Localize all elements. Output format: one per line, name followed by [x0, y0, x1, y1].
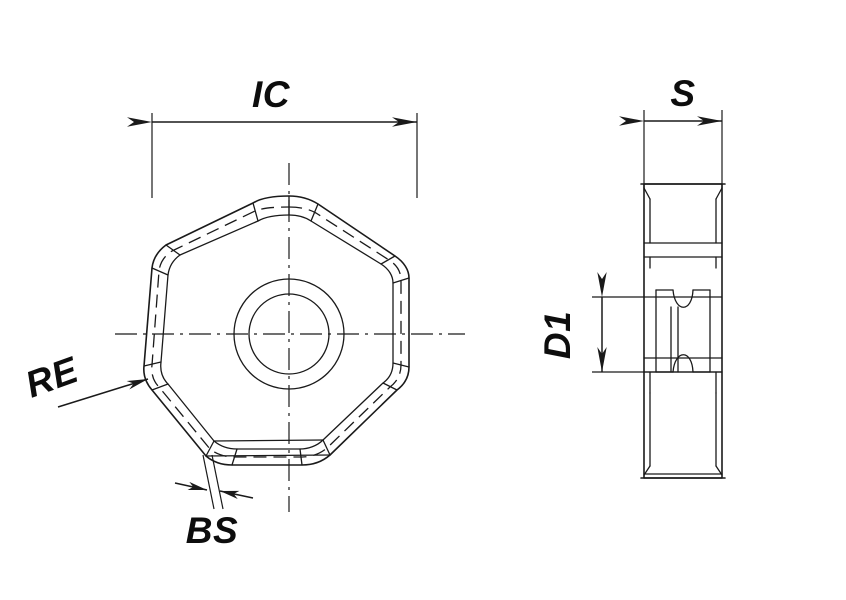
dimension-s: S: [619, 73, 723, 190]
re-leader-line: [57, 378, 149, 408]
insert-top-face-contour: [160, 214, 394, 450]
side-bore-section: [655, 289, 711, 373]
bs-label: BS: [186, 510, 238, 551]
dimension-bs: BS: [174, 454, 254, 551]
dimension-re: RE: [20, 349, 149, 408]
dimension-d1: D1: [537, 272, 660, 373]
insert-bottom-face-hidden-contour: [151, 206, 402, 458]
bore-inner-circle: [248, 293, 330, 375]
side-view: S D1: [537, 73, 726, 479]
front-view: IC RE BS: [20, 74, 465, 551]
bs-extension-right: [211, 454, 224, 510]
side-top-face: [640, 183, 726, 244]
side-bottom-face: [640, 392, 726, 479]
re-label: RE: [20, 349, 84, 406]
bs-extension-left: [202, 454, 215, 510]
side-upper-step-lines: [643, 242, 723, 269]
bore-outer-circle: [233, 278, 345, 390]
insert-bottom-land: [205, 439, 331, 457]
d1-label: D1: [537, 311, 578, 359]
s-label: S: [670, 73, 695, 114]
bs-arrow-right: [219, 490, 254, 500]
insert-outer-contour: [143, 195, 410, 466]
dimension-ic: IC: [127, 74, 418, 198]
bs-arrow-left: [174, 481, 208, 491]
side-projection-lines: [660, 296, 722, 373]
ic-label: IC: [252, 74, 291, 115]
